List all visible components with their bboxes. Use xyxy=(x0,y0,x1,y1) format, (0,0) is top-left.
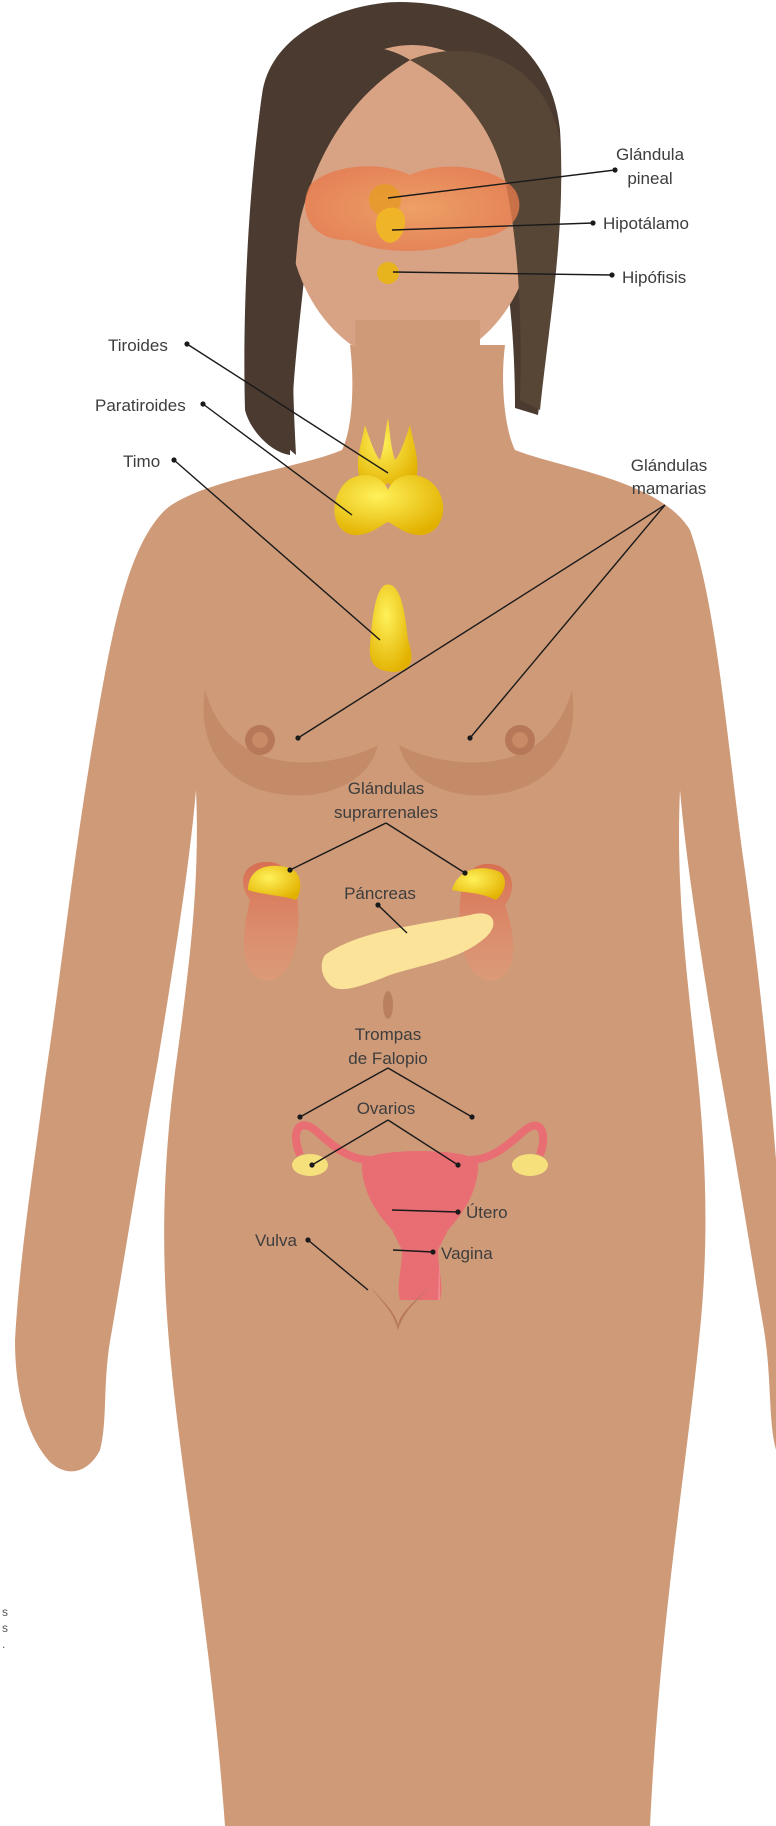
label-vagina: Vagina xyxy=(441,1244,493,1263)
label-vulva: Vulva xyxy=(255,1231,297,1250)
label-suprarrenales-line2: suprarrenales xyxy=(334,803,438,822)
label-hipofisis: Hipófisis xyxy=(622,268,686,287)
label-suprarrenales-line1: Glándulas xyxy=(348,779,425,798)
label-paratiroides: Paratiroides xyxy=(95,396,186,415)
navel xyxy=(383,991,393,1019)
label-trompas-line1: Trompas xyxy=(355,1025,421,1044)
label-hipotalamo: Hipotálamo xyxy=(603,214,689,233)
neck xyxy=(355,320,480,440)
label-trompas-line2: de Falopio xyxy=(348,1049,427,1068)
label-ovarios: Ovarios xyxy=(357,1099,416,1118)
edge-fragment-3: . xyxy=(2,1637,5,1651)
label-mamarias-line2: mamarias xyxy=(632,479,707,498)
edge-fragment-2: s xyxy=(2,1621,8,1635)
label-pineal-line1: Glándula xyxy=(616,145,685,164)
label-utero: Útero xyxy=(466,1203,508,1222)
label-pancreas: Páncreas xyxy=(344,884,416,903)
label-timo: Timo xyxy=(123,452,160,471)
label-mamarias-line1: Glándulas xyxy=(631,456,708,475)
pituitary-gland xyxy=(377,262,399,284)
body xyxy=(15,345,776,1826)
right-ovary xyxy=(512,1154,548,1176)
label-tiroides: Tiroides xyxy=(108,336,168,355)
label-pineal-line2: pineal xyxy=(627,169,672,188)
edge-fragments: s s . xyxy=(2,1605,8,1651)
edge-fragment-1: s xyxy=(2,1605,8,1619)
